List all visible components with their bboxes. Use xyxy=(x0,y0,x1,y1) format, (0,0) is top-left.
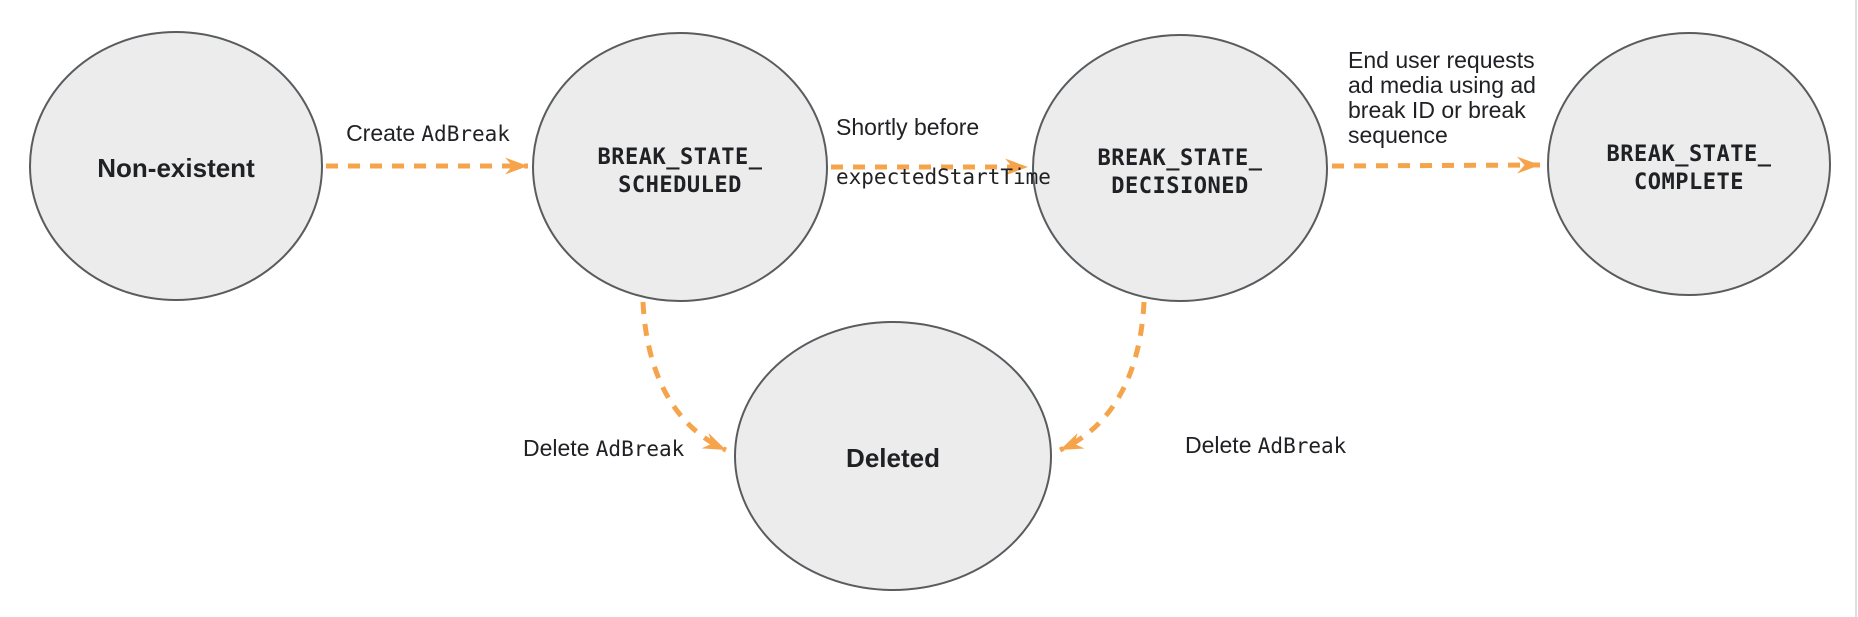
transition-label-shortly-before-line1: Shortly before xyxy=(836,114,980,140)
transition-label-delete-right-text: Delete xyxy=(1185,432,1252,458)
transition-label-end-user: End user requests ad media using ad brea… xyxy=(1348,47,1536,148)
state-node-complete xyxy=(1547,32,1831,296)
page-edge-divider xyxy=(1855,0,1857,617)
transition-label-shortly-before: Shortly before expectedStartTime xyxy=(836,90,1051,215)
transition-label-delete-left-code: AdBreak xyxy=(595,437,685,461)
transition-arrow-delete-from-scheduled xyxy=(640,301,728,453)
transition-arrow-end-user xyxy=(1331,156,1541,174)
state-node-scheduled xyxy=(532,32,828,302)
state-label-complete: BREAK_STATE_ COMPLETE xyxy=(1606,142,1772,195)
state-label-decisioned: BREAK_STATE_ DECISIONED xyxy=(1097,146,1263,199)
transition-label-delete-right-code: AdBreak xyxy=(1257,434,1347,458)
transition-label-create-code: AdBreak xyxy=(421,122,510,146)
state-label-scheduled: BREAK_STATE_ SCHEDULED xyxy=(597,145,763,198)
state-node-deleted xyxy=(734,321,1052,591)
transition-arrow-delete-from-decisioned xyxy=(1058,301,1147,453)
state-label-non-existent: Non-existent xyxy=(97,153,255,183)
state-label-deleted: Deleted xyxy=(846,443,940,473)
state-node-decisioned xyxy=(1032,34,1328,302)
transition-label-shortly-before-line2: expectedStartTime xyxy=(836,165,1051,189)
transition-label-delete-left-text: Delete xyxy=(523,435,590,461)
state-node-non-existent xyxy=(29,31,323,301)
transition-label-create-text: Create xyxy=(346,120,416,146)
